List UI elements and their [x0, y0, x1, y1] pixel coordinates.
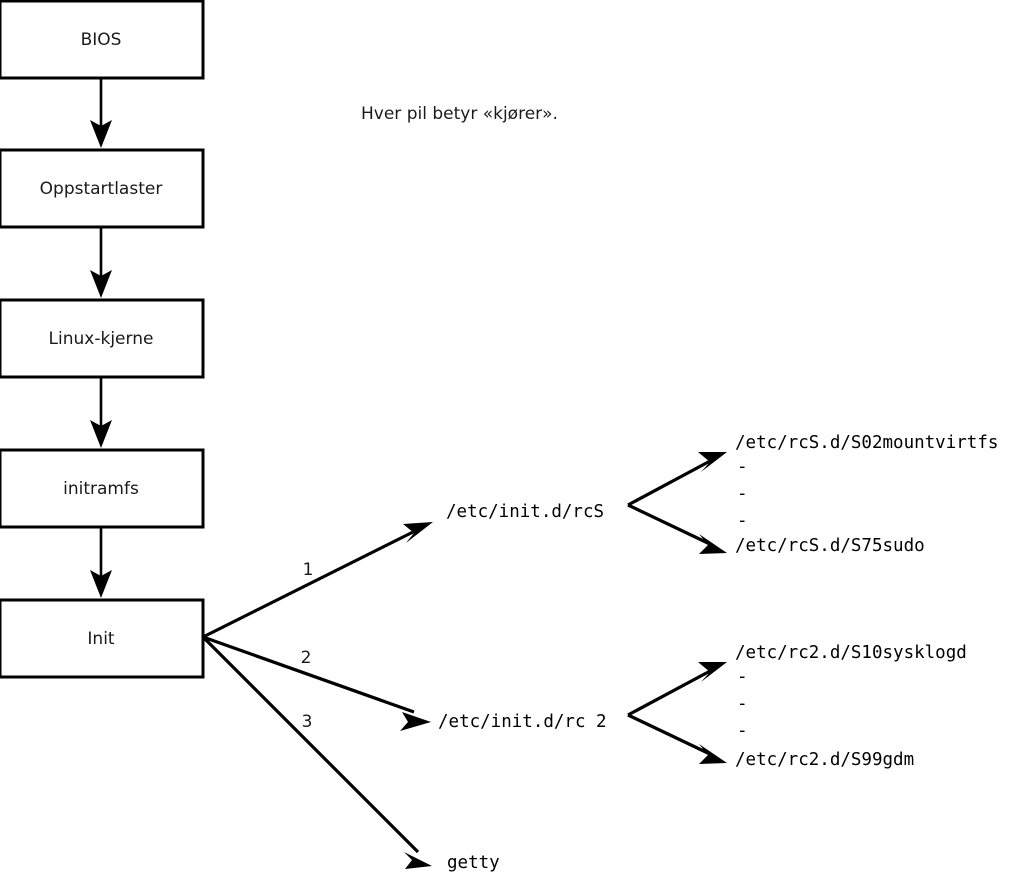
boot-chain-group: BIOS Oppstartlaster Linux-kjerne initram… [0, 0, 205, 679]
rcs-ellipsis-dash-3: - [737, 511, 748, 531]
node-kernel-rect [0, 298, 205, 379]
arrow-head [90, 420, 112, 448]
label-init-d-rc2[interactable]: /etc/init.d/rc 2 [438, 712, 607, 732]
vertical-arrows-group [90, 78, 112, 598]
node-initramfs-label: initramfs [63, 479, 139, 499]
rcs-first-shaft [627, 458, 713, 507]
branch-1-arrow-head [403, 522, 433, 543]
arrow-bootloader-to-kernel [90, 228, 112, 298]
node-init-label: Init [87, 629, 115, 649]
arrow-head [90, 270, 112, 298]
arrow-bios-to-bootloader [90, 78, 112, 148]
rc2-last-arrow-head [699, 744, 727, 764]
rcs-last-arrow-head [699, 534, 727, 554]
init-fanout-group: 1 2 3 /etc/init.d/rcS /etc/init.d/rc 2 g… [201, 502, 607, 873]
branch-3-arrow-head [404, 852, 432, 869]
arrow-head [90, 570, 112, 598]
branch-2-number: 2 [301, 648, 312, 668]
rcs-script-group: /etc/rcS.d/S02mountvirtfs /etc/rcS.d/S75… [627, 433, 998, 556]
rc2-first-shaft [627, 668, 713, 717]
init-branch-2[interactable]: 2 [202, 635, 431, 731]
rcs-ellipsis-dash-2: - [737, 484, 748, 504]
rcs-ellipsis-dash-1: - [737, 457, 748, 477]
label-getty[interactable]: getty [447, 853, 500, 873]
node-bios[interactable]: BIOS [0, 0, 205, 80]
branch-2-arrow-head [400, 712, 431, 731]
branch-2-shaft [202, 635, 415, 714]
script-rc2-first[interactable]: /etc/rc2.d/S10sysklogd [735, 643, 967, 663]
diagram-note: Hver pil betyr «kjører». [361, 104, 558, 124]
rc2-first-arrow-head [698, 662, 727, 682]
node-bios-label: BIOS [81, 30, 122, 50]
init-branch-3[interactable]: 3 [201, 635, 432, 869]
node-bios-rect [0, 0, 205, 80]
branch-1-shaft [202, 528, 418, 639]
node-bootloader[interactable]: Oppstartlaster [0, 148, 205, 229]
node-bootloader-rect [0, 148, 205, 229]
rcs-branch-last [627, 503, 727, 554]
arrow-head [90, 120, 112, 148]
label-init-d-rcs[interactable]: /etc/init.d/rcS [446, 502, 604, 522]
rc2-ellipsis-dash-2: - [737, 694, 748, 714]
branch-3-shaft [201, 635, 420, 854]
rcs-first-arrow-head [698, 452, 727, 472]
script-rcs-first[interactable]: /etc/rcS.d/S02mountvirtfs [735, 433, 998, 453]
arrow-kernel-to-initramfs [90, 378, 112, 448]
script-rc2-last[interactable]: /etc/rc2.d/S99gdm [735, 750, 914, 770]
rc2-branch-first [627, 662, 727, 717]
rc2-script-group: /etc/rc2.d/S10sysklogd /etc/rc2.d/S99gdm… [627, 643, 967, 770]
node-initramfs[interactable]: initramfs [0, 448, 205, 529]
init-branch-1[interactable]: 1 [202, 522, 433, 639]
rc2-ellipsis-dash-1: - [737, 667, 748, 687]
script-rcs-last[interactable]: /etc/rcS.d/S75sudo [735, 536, 925, 556]
rcs-branch-first [627, 452, 727, 507]
node-initramfs-rect [0, 448, 205, 529]
node-kernel[interactable]: Linux-kjerne [0, 298, 205, 379]
node-init[interactable]: Init [0, 598, 205, 679]
rc2-ellipsis-dash-3: - [737, 721, 748, 741]
arrow-initramfs-to-init [90, 528, 112, 598]
rc2-last-shaft [627, 713, 713, 757]
rcs-last-shaft [627, 503, 713, 547]
branch-1-number: 1 [303, 560, 314, 580]
rc2-branch-last [627, 713, 727, 764]
node-bootloader-label: Oppstartlaster [40, 179, 163, 199]
branch-3-number: 3 [302, 712, 313, 732]
node-kernel-label: Linux-kjerne [49, 329, 154, 349]
